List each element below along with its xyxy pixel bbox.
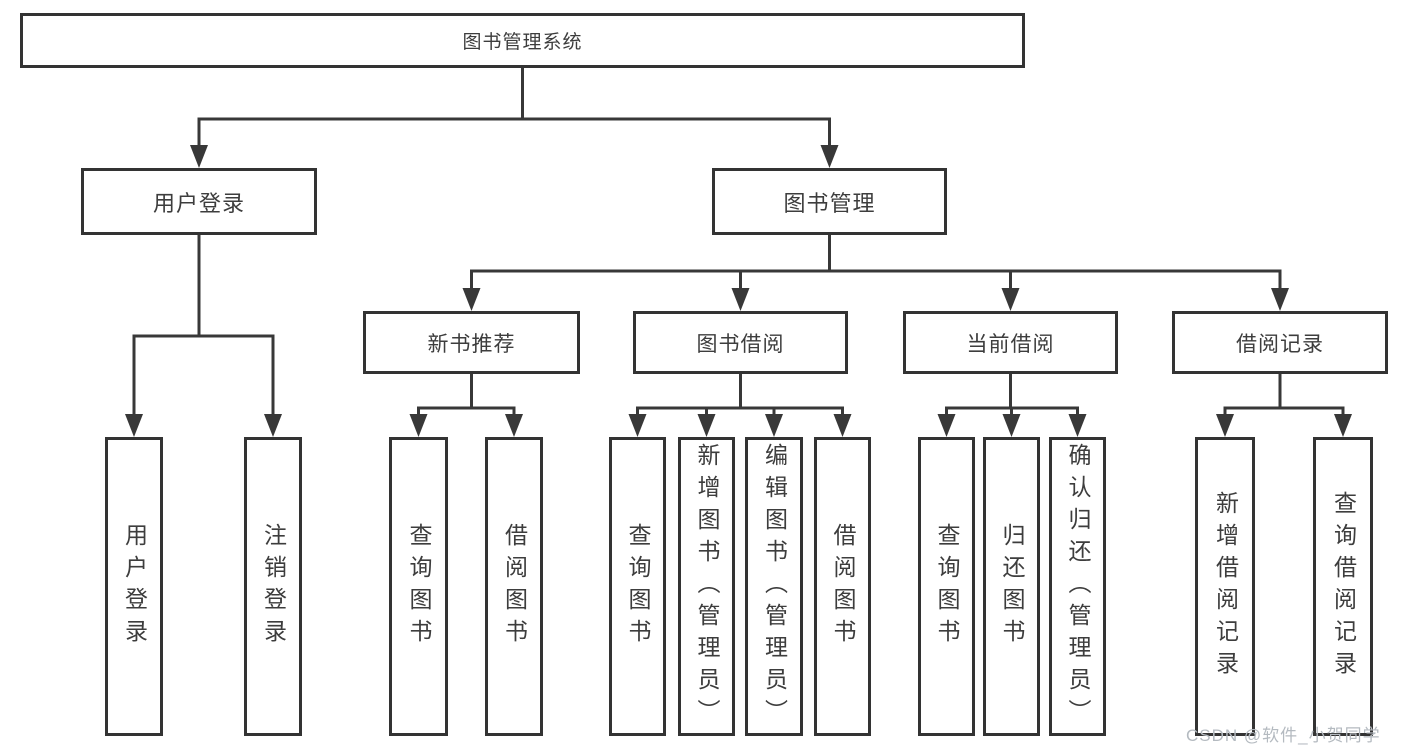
- connector-current-borrow: [945, 372, 1079, 417]
- arrow-icon: [1216, 414, 1234, 437]
- arrow-icon: [190, 145, 208, 168]
- leaf-query-books-1: 查询图书: [389, 437, 448, 736]
- connector-user-login: [132, 233, 275, 417]
- arrow-icon: [1068, 414, 1087, 437]
- node-user-login: 用户登录: [81, 168, 317, 235]
- node-new-book-recommend: 新书推荐: [363, 311, 580, 374]
- arrow-icon: [1002, 414, 1021, 437]
- arrow-icon: [833, 414, 852, 437]
- arrow-icon: [505, 414, 523, 437]
- leaf-add-borrow-record: 新增借阅记录: [1195, 437, 1255, 736]
- arrow-icon: [628, 414, 647, 437]
- connector-new-book-recommend: [417, 372, 516, 417]
- leaf-borrow-books-1: 借阅图书: [485, 437, 543, 736]
- arrow-icon: [937, 414, 956, 437]
- arrow-icon: [409, 414, 428, 437]
- arrow-icon: [1334, 414, 1352, 437]
- node-borrow-records: 借阅记录: [1172, 311, 1388, 374]
- node-book-management-system: 图书管理系统: [20, 13, 1025, 68]
- arrow-icon: [697, 414, 716, 437]
- arrow-icon: [1001, 288, 1020, 311]
- arrowheads: [125, 145, 1352, 437]
- node-current-borrow: 当前借阅: [903, 311, 1118, 374]
- leaf-confirm-return-admin: 确认归还（管理员）: [1049, 437, 1106, 736]
- leaf-query-borrow-record: 查询借阅记录: [1313, 437, 1373, 736]
- connector-book-management: [470, 233, 1282, 291]
- connector-root: [197, 66, 831, 148]
- leaf-return-books: 归还图书: [983, 437, 1040, 736]
- arrow-icon: [264, 414, 282, 437]
- node-book-management: 图书管理: [712, 168, 947, 235]
- arrow-icon: [765, 414, 783, 437]
- node-book-borrow: 图书借阅: [633, 311, 848, 374]
- leaf-edit-books-admin: 编辑图书（管理员）: [745, 437, 803, 736]
- csdn-watermark: CSDN @软件_小贺同学: [1186, 726, 1381, 745]
- arrow-icon: [462, 288, 481, 311]
- leaf-borrow-books-2: 借阅图书: [814, 437, 871, 736]
- leaf-logout: 注销登录: [244, 437, 302, 736]
- connector-book-borrow: [636, 372, 844, 417]
- arrow-icon: [125, 414, 143, 437]
- leaf-query-books-3: 查询图书: [918, 437, 975, 736]
- leaf-query-books-2: 查询图书: [609, 437, 666, 736]
- leaf-add-books-admin: 新增图书（管理员）: [678, 437, 735, 736]
- arrow-icon: [1271, 288, 1289, 311]
- connector-borrow-records: [1223, 372, 1345, 417]
- arrow-icon: [731, 288, 750, 311]
- arrow-icon: [820, 145, 839, 168]
- leaf-user-login: 用户登录: [105, 437, 163, 736]
